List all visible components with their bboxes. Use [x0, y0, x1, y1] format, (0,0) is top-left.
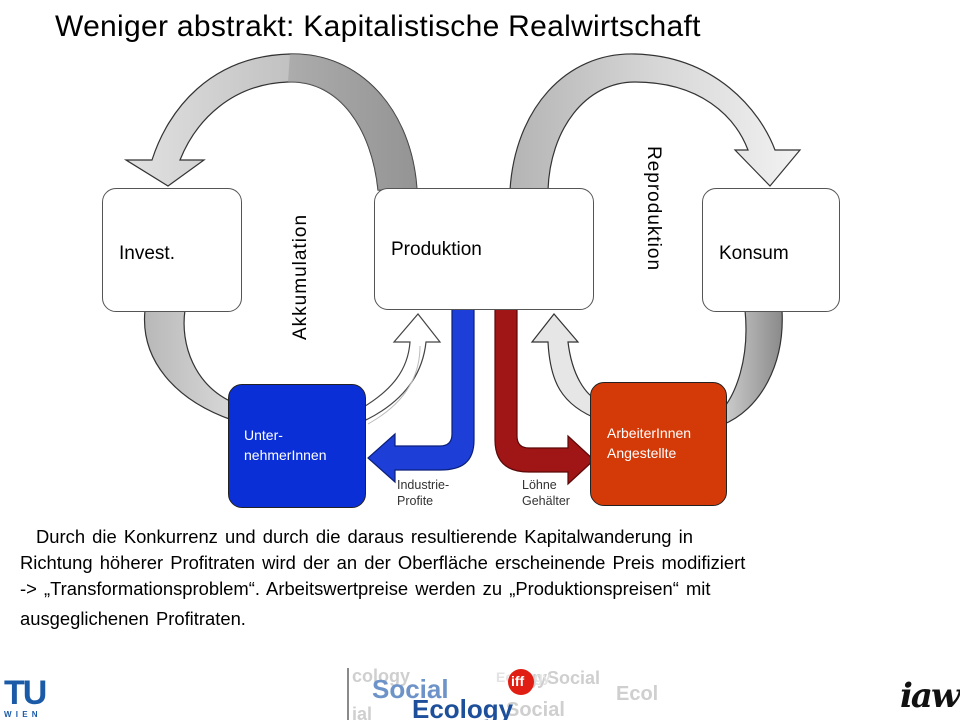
iaw-logo: iaw — [900, 676, 960, 716]
unternehmer-box: Unter- nehmerInnen — [228, 384, 366, 508]
paragraph-line-3: -> „Transformationsproblem“. Arbeitswert… — [20, 578, 711, 599]
produktion-label: Produktion — [391, 239, 482, 260]
svg-text:cology: cology — [352, 668, 410, 686]
loehne-gehaelter-caption: Löhne Gehälter — [522, 478, 570, 508]
loehne-gehaelter-arrow — [494, 307, 595, 486]
produktion-box: Produktion — [374, 188, 594, 310]
unternehmer-to-produktion-arrows — [361, 313, 442, 425]
akkumulation-label: Akkumulation — [290, 213, 311, 340]
svg-text:gySocial: gySocial — [526, 668, 600, 688]
svg-text:Ecol: Ecol — [616, 683, 658, 705]
banner-ecology-text: Ecology — [412, 694, 514, 720]
invest-label: Invest. — [119, 243, 175, 264]
paragraph-line-1: Durch die Konkurrenz und durch die darau… — [36, 526, 693, 547]
social-ecology-banner: cology gySocial Ecol Social ial Ecology … — [346, 668, 676, 720]
arbeiter-label-line2: Angestellte — [607, 445, 677, 461]
svg-text:ial: ial — [352, 704, 372, 720]
konsum-to-arbeiter-arrow — [721, 309, 783, 426]
banner-iff-text: iff — [511, 673, 525, 689]
slide-title: Weniger abstrakt: Kapitalistische Realwi… — [55, 10, 701, 43]
reproduktion-top-arrow — [509, 53, 802, 191]
invest-box: Invest. — [102, 188, 242, 312]
tu-wien-logo: TU W I E N — [4, 674, 47, 719]
industrie-profite-caption: Industrie- Profite — [397, 478, 450, 508]
explanation-paragraph: Durch die Konkurrenz und durch die darau… — [20, 524, 950, 632]
social-ecology-graphic: cology gySocial Ecol Social ial Ecology — [346, 668, 676, 720]
industrie-profite-arrow — [367, 307, 475, 484]
unternehmer-label-line1: Unter- — [244, 427, 283, 443]
konsum-label: Konsum — [719, 243, 789, 264]
paragraph-line-4: ausgeglichenen Profitraten. — [20, 608, 246, 629]
unternehmer-label-line2: nehmerInnen — [244, 447, 327, 463]
invest-to-unternehmer-arrow — [143, 309, 233, 421]
akkumulation-top-arrow — [123, 53, 418, 191]
arbeiter-box: ArbeiterInnen Angestellte — [590, 382, 727, 506]
arbeiter-to-produktion-arrow — [530, 313, 601, 421]
reproduktion-label: Reproduktion — [643, 146, 664, 272]
banner-social-text: Social — [372, 674, 449, 704]
svg-text:Social: Social — [506, 699, 565, 720]
paragraph-line-2: Richtung höherer Profitraten wird der an… — [20, 552, 746, 573]
arbeiter-label-line1: ArbeiterInnen — [607, 425, 692, 441]
konsum-box: Konsum — [702, 188, 840, 312]
